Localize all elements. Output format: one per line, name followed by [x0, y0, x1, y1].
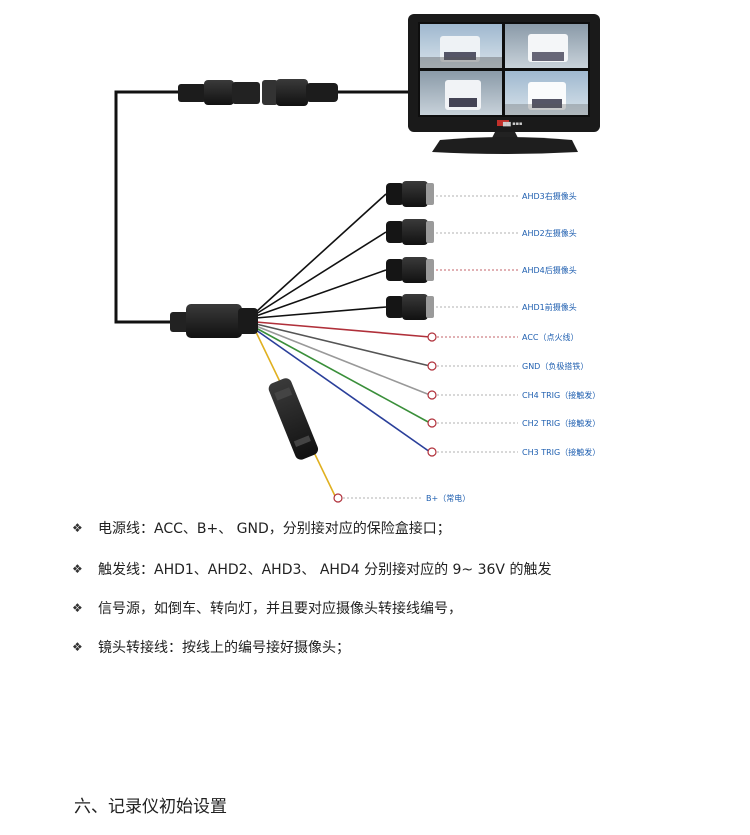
terminal-ch4 [427, 390, 437, 400]
label-ch3-trig: CH3 TRIG（接触发） [522, 447, 600, 457]
terminal-ch3 [427, 447, 437, 457]
bullet-trigger-wires: ❖ 触发线：AHD1、AHD2、AHD3、 AHD4 分别接对应的 9~ 36V… [72, 559, 551, 579]
monitor: ▆▆ ▪▪▪ [408, 14, 600, 154]
terminal-ch2 [427, 418, 437, 428]
label-bplus: B+（常电） [426, 493, 470, 503]
terminal-bplus [333, 493, 343, 503]
bullet-signal-source: ❖ 信号源，如倒车、转向灯，并且要对应摄像头转接线编号， [72, 598, 462, 618]
leader-lines [343, 195, 518, 499]
camera-connector-1 [386, 181, 434, 207]
bullet-text: 镜头转接线：按线上的编号接好摄像头； [98, 640, 350, 656]
diamond-bullet-icon: ❖ [72, 640, 83, 654]
fuse-holder [268, 378, 319, 460]
label-ahd3: AHD3右摄像头 [522, 191, 577, 201]
label-acc: ACC（点火线） [522, 332, 579, 342]
waterproof-connector [178, 79, 338, 106]
cable-hub [170, 304, 258, 338]
diamond-bullet-icon: ❖ [72, 521, 83, 535]
terminal-gnd [427, 361, 437, 371]
label-gnd: GND（负极搭铁） [522, 361, 588, 371]
monitor-brand: ▆▆ ▪▪▪ [502, 121, 522, 127]
terminal-acc [427, 332, 437, 342]
label-ahd1: AHD1前摄像头 [522, 302, 577, 312]
label-ahd4: AHD4后摄像头 [522, 265, 577, 275]
bullet-power-wires: ❖ 电源线：ACC、B+、 GND，分别接对应的保险盒接口； [72, 518, 451, 538]
label-ch2-trig: CH2 TRIG（接触发） [522, 418, 600, 428]
bullet-lens-adapter: ❖ 镜头转接线：按线上的编号接好摄像头； [72, 637, 350, 657]
camera-connector-3 [386, 257, 434, 283]
bullet-text: 信号源，如倒车、转向灯，并且要对应摄像头转接线编号， [98, 601, 462, 617]
diamond-bullet-icon: ❖ [72, 601, 83, 615]
section-title: 六、记录仪初始设置 [74, 797, 227, 817]
bullet-text: 触发线：AHD1、AHD2、AHD3、 AHD4 分别接对应的 9~ 36V 的… [98, 562, 552, 578]
main-cable [114, 90, 408, 324]
diamond-bullet-icon: ❖ [72, 562, 83, 576]
label-ch4-trig: CH4 TRIG（接触发） [522, 390, 600, 400]
camera-connector-4 [386, 294, 434, 320]
label-ahd2: AHD2左摄像头 [522, 228, 577, 238]
wire-terminals [333, 332, 437, 503]
bullet-text: 电源线：ACC、B+、 GND，分别接对应的保险盒接口； [98, 521, 451, 537]
camera-connector-2 [386, 219, 434, 245]
fanout-wires [255, 193, 431, 499]
wiring-diagram: ▆▆ ▪▪▪ [114, 14, 600, 503]
